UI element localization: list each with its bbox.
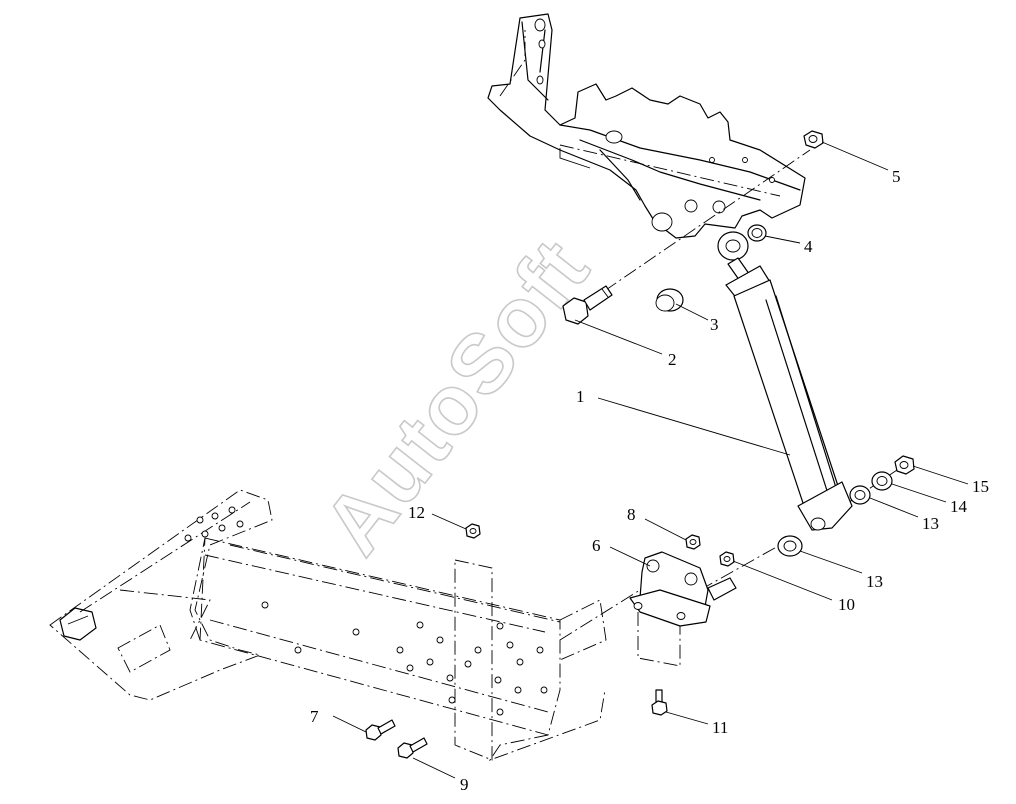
lower-bracket-6 — [629, 551, 737, 667]
callout-2: 2 — [668, 350, 677, 369]
callout-13-lower: 13 — [866, 572, 883, 591]
bolt-2 — [562, 285, 613, 325]
upper-bracket — [487, 13, 806, 239]
watermark: AutoSoft — [305, 221, 607, 571]
callouts: 1 2 3 4 5 6 7 8 9 10 11 12 13 13 14 15 — [310, 167, 989, 794]
nut-12 — [454, 523, 493, 761]
callout-9: 9 — [460, 775, 469, 794]
nut-8 — [685, 534, 701, 550]
callout-3: 3 — [710, 315, 719, 334]
callout-6: 6 — [592, 536, 601, 555]
nut-5 — [803, 130, 824, 149]
washer-13-upper — [849, 485, 871, 505]
callout-12: 12 — [408, 503, 425, 522]
frame-rail — [189, 537, 607, 761]
washer-13-lower — [777, 535, 803, 557]
callout-14: 14 — [950, 497, 968, 516]
callout-15: 15 — [972, 477, 989, 496]
callout-10: 10 — [838, 595, 855, 614]
callout-8: 8 — [627, 505, 636, 524]
frame-link-axis — [559, 589, 641, 641]
callout-7: 7 — [310, 707, 319, 726]
nut-15 — [894, 455, 915, 475]
bolt-11 — [651, 689, 668, 716]
bushing-3 — [655, 288, 684, 312]
callout-11: 11 — [712, 718, 728, 737]
callout-5: 5 — [892, 167, 901, 186]
callout-1: 1 — [576, 387, 585, 406]
leader-lines — [332, 141, 969, 779]
crossmember — [49, 489, 273, 701]
bolt-9 — [397, 737, 428, 759]
mount-axis — [699, 544, 781, 591]
bushing-4 — [747, 224, 767, 242]
callout-4: 4 — [804, 237, 813, 256]
washer-14 — [871, 471, 893, 491]
bolt-7 — [365, 719, 396, 741]
callout-13-upper: 13 — [922, 514, 939, 533]
nut-10 — [719, 551, 735, 567]
shock-absorber-1 — [717, 231, 853, 531]
